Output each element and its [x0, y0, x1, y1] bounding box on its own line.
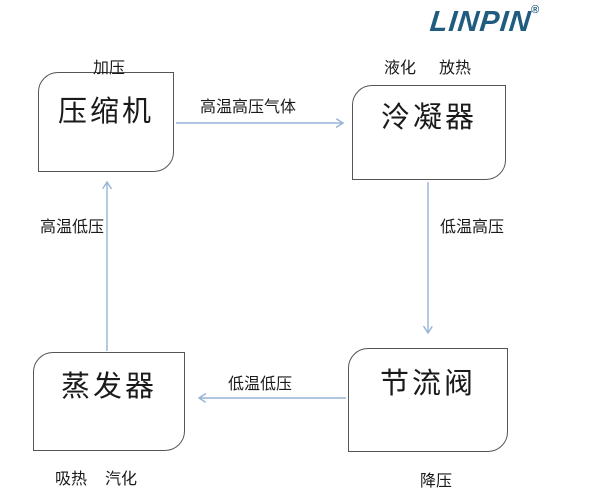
note-pressurize: 加压 [93, 60, 126, 77]
note-vaporize: 汽化 [105, 471, 138, 488]
node-condenser: 泠凝器 [352, 85, 506, 180]
registered-trademark-icon: ® [531, 4, 540, 16]
note-liquefy: 液化 [384, 60, 417, 77]
linpin-logo: LINPIN® [428, 4, 590, 39]
node-compressor: 压缩机 [38, 72, 174, 172]
edge-label-compressor-to-condenser: 高温高压气体 [200, 99, 297, 116]
edge-label-throttle-to-evaporator: 低温低压 [228, 376, 293, 393]
note-heat-absorb: 吸热 [55, 471, 88, 488]
compressor-label: 压缩机 [57, 96, 154, 128]
logo-wordmark: LINPIN [428, 6, 533, 38]
throttle-valve-label: 节流阀 [379, 368, 476, 400]
evaporator-label: 蒸发器 [60, 371, 157, 403]
condenser-label: 泠凝器 [380, 102, 477, 134]
edge-label-evaporator-to-compressor: 高温低压 [40, 219, 105, 236]
note-depressurize: 降压 [420, 473, 453, 490]
note-heat-release: 放热 [439, 60, 472, 77]
node-throttle: 节流阀 [348, 348, 508, 452]
node-evaporator: 蒸发器 [33, 352, 185, 451]
edge-label-condenser-to-throttle: 低温高压 [440, 219, 505, 236]
